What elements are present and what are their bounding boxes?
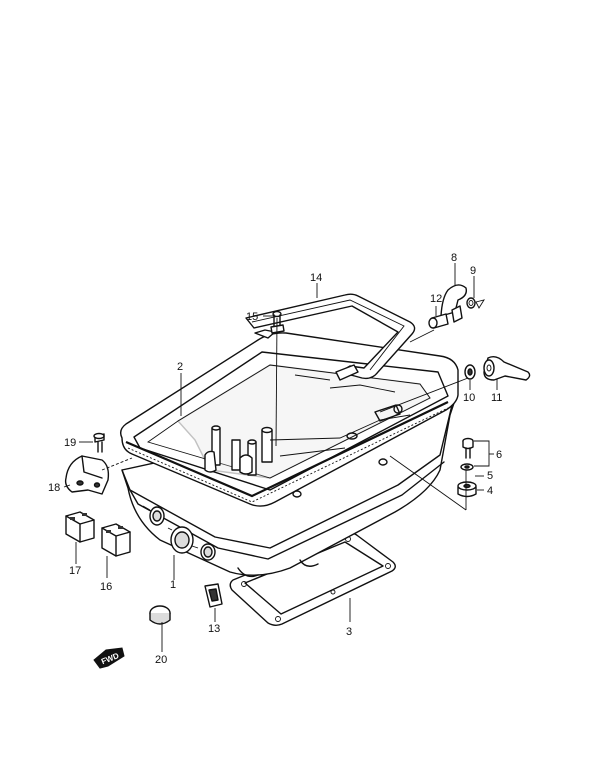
lever-parts-10-11 — [464, 355, 531, 381]
callout-9: 9 — [470, 265, 476, 277]
pads-parts-16-17 — [65, 511, 131, 557]
latch-parts-8-9-12 — [428, 284, 485, 329]
callout-14: 14 — [310, 272, 322, 284]
plug-part-20 — [149, 605, 171, 625]
callout-19: 19 — [64, 437, 76, 449]
callout-3: 3 — [346, 626, 352, 638]
callout-8: 8 — [451, 252, 457, 264]
forward-arrow-icon: FWD — [93, 647, 125, 669]
callout-16: 16 — [100, 581, 112, 593]
screw-part-15 — [254, 310, 285, 339]
callout-1: 1 — [170, 579, 176, 591]
callout-13: 13 — [208, 623, 220, 635]
leader-lines — [63, 263, 498, 652]
bracket-parts-18-19 — [64, 432, 110, 495]
callout-15: 15 — [246, 311, 258, 323]
callout-17: 17 — [69, 565, 81, 577]
callout-18: 18 — [48, 482, 60, 494]
callout-6: 6 — [496, 449, 502, 461]
grommet-part-13 — [204, 583, 223, 608]
fasteners-parts-4-5-6 — [457, 437, 477, 498]
callout-20: 20 — [155, 654, 167, 666]
callout-12: 12 — [430, 293, 442, 305]
callout-labels: 1 2 3 4 5 6 8 9 10 11 12 13 14 15 16 17 … — [48, 252, 502, 666]
seal-part-14 — [245, 293, 416, 381]
callout-5: 5 — [487, 470, 493, 482]
callout-4: 4 — [487, 485, 493, 497]
callout-11: 11 — [491, 392, 502, 404]
callout-10: 10 — [463, 392, 475, 404]
callout-2: 2 — [177, 361, 183, 373]
